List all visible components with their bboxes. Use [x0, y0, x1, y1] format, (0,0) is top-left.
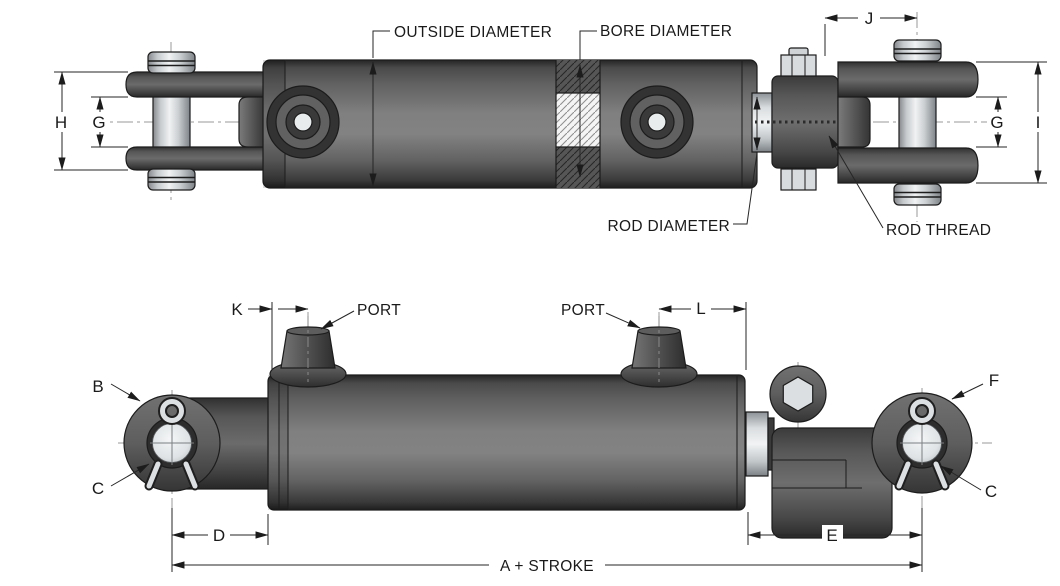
cutaway-bore-hatch [556, 93, 600, 147]
right-pin-bottom-cap [893, 183, 942, 206]
d-label-bg [208, 525, 230, 545]
d-dim-label: D [213, 526, 225, 545]
rod-diameter-leader [733, 152, 758, 225]
h-label-bg [51, 112, 72, 132]
left-pin-caps [147, 51, 196, 191]
i-label-bg [1030, 112, 1046, 132]
left-clevis-web [238, 96, 266, 148]
k-dim-label: K [231, 300, 243, 319]
right-hairpin-clip [894, 397, 950, 491]
left-port [269, 316, 347, 388]
h-extension-lines [54, 71, 128, 171]
right-clevis-web [837, 96, 871, 148]
left-clevis-top-arm [125, 71, 266, 98]
left-pin-bottom-grooves [148, 176, 195, 183]
left-clip-loop [160, 399, 184, 423]
right-pin-top-grooves [894, 48, 941, 55]
cutaway-outlines [555, 60, 601, 188]
g-right-label-bg [987, 112, 1007, 132]
barrel-seams-bottom [278, 376, 738, 509]
right-boss-hole [647, 112, 667, 132]
right-clevis-bottom-arm [837, 147, 979, 184]
cutaway-wall-top-hatch [556, 60, 600, 93]
outside-diameter-leader [372, 30, 390, 58]
right-eye-hole [894, 397, 950, 491]
g-right-extension-lines [976, 96, 1007, 148]
cutaway-wall-bottom-hatch [556, 147, 600, 188]
right-clevis-top-arm [837, 61, 979, 98]
right-port [620, 316, 698, 388]
rod-thread-label: ROD THREAD [886, 222, 991, 239]
c-right-leader [940, 465, 982, 491]
g-left-dim-label: G [92, 113, 105, 132]
left-pin-top-cap [147, 51, 196, 74]
bore-diameter-label: BORE DIAMETER [600, 23, 732, 40]
port-right-label: PORT [561, 302, 605, 319]
l-dim-label: L [696, 299, 705, 318]
right-pin-top-cap [893, 39, 942, 62]
right-pin-caps [893, 39, 942, 206]
dimensions [54, 14, 1047, 572]
clevis-slot-lines [772, 459, 862, 489]
bottom-extension-lines [171, 508, 923, 572]
a-stroke-dim-label: A + STROKE [500, 558, 594, 575]
i-dim-label: I [1036, 113, 1041, 132]
barrel-left-cap-shading-bottom [268, 375, 288, 510]
port-left-leader [320, 310, 355, 330]
bottom-view [123, 316, 973, 539]
l-label-bg [691, 300, 711, 318]
e-dim-label: E [826, 526, 837, 545]
left-hairpin-clip [144, 397, 200, 491]
bore-cutaway-section [555, 60, 601, 188]
f-callout-label: F [989, 371, 999, 390]
hex-nut [782, 376, 814, 412]
b-callout-label: B [92, 377, 103, 396]
label-backgrounds [51, 9, 1046, 575]
port-right-leader [605, 312, 641, 329]
f-leader [951, 383, 984, 400]
e-label-bg [822, 525, 843, 545]
j-dim-label: J [865, 9, 874, 28]
right-hole-crosshair [900, 421, 944, 465]
bottom-nut-facets [791, 169, 806, 190]
left-port-boss [266, 85, 340, 159]
bore-diameter-leader [579, 30, 597, 60]
bottom-jam-nut [780, 168, 817, 191]
right-clip-legs [896, 461, 948, 489]
right-pin-bottom-grooves [894, 191, 941, 198]
c-left-leader [110, 463, 150, 487]
outside-diameter-label: OUTSIDE DIAMETER [394, 24, 552, 41]
top-view [125, 39, 979, 206]
rod-thread-leader [828, 135, 884, 229]
rod-diameter-label: ROD DIAMETER [608, 218, 730, 235]
left-clip-legs [146, 461, 198, 489]
port-left-label: PORT [357, 302, 401, 319]
labels: OUTSIDE DIAMETER BORE DIAMETER ROD DIAME… [55, 9, 1041, 575]
left-boss-hole [293, 112, 313, 132]
a-stroke-label-bg [489, 555, 605, 575]
j-label-bg [858, 9, 880, 28]
h-dim-label: H [55, 113, 67, 132]
left-eye-hole [144, 397, 200, 491]
left-pin-top-grooves [148, 60, 195, 67]
rod-clevis-nuts [780, 47, 817, 191]
right-clip-loop [910, 399, 934, 423]
g-left-label-bg [90, 112, 109, 132]
top-nut-facets [791, 55, 806, 76]
rod-collar-bottom-view [745, 411, 769, 477]
left-clevis-bottom-arm [125, 146, 266, 171]
left-hole-crosshair [150, 421, 194, 465]
left-pin-bottom-cap [147, 168, 196, 191]
right-port-boss [620, 85, 694, 159]
c-right-callout-label: C [985, 482, 997, 501]
barrel-bottom-view [267, 374, 746, 511]
g-right-dim-label: G [990, 113, 1003, 132]
top-jam-nut [780, 54, 817, 77]
c-left-callout-label: C [92, 479, 104, 498]
b-leader [110, 383, 141, 402]
